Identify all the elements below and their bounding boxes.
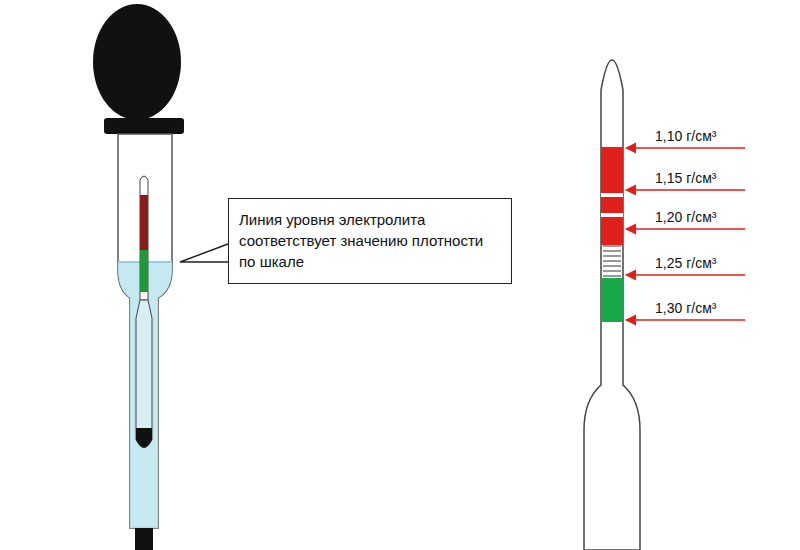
hydrometer-float [584, 60, 640, 550]
scale-tick [603, 256, 621, 257]
density-value: 1,20 г/см³ [655, 209, 716, 225]
scale-tick [603, 276, 621, 277]
scale-tick [603, 246, 621, 247]
syringe-hydrometer [93, 4, 228, 550]
density-value: 1,30 г/см³ [655, 300, 716, 316]
scale-tick [603, 251, 621, 252]
pointer-arrows [626, 148, 745, 320]
callout-text: Линия уровня электролита соответствует з… [239, 209, 501, 272]
callout-box: Линия уровня электролита соответствует з… [228, 198, 512, 284]
density-value: 1,10 г/см³ [655, 128, 716, 144]
scale-tick [603, 261, 621, 262]
density-value: 1,15 г/см³ [655, 170, 716, 186]
scale-tick [603, 271, 621, 272]
scale-tick [603, 266, 621, 267]
density-value: 1,25 г/см³ [655, 255, 716, 271]
